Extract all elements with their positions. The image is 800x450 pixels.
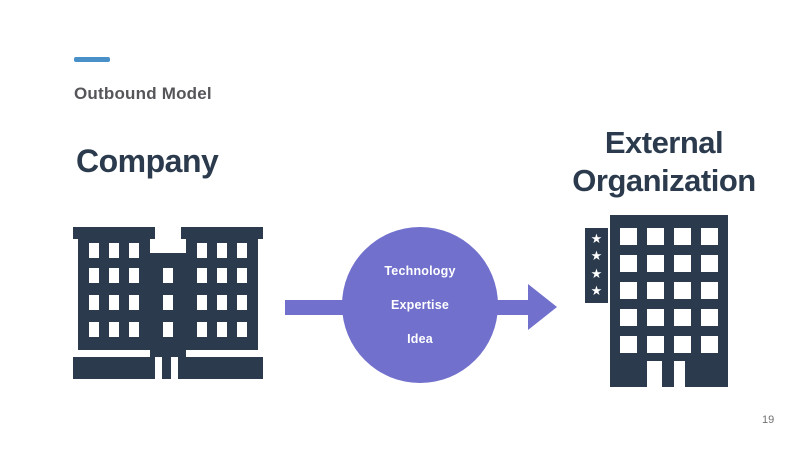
star-icon: ★ bbox=[590, 284, 603, 300]
company-title: Company bbox=[76, 143, 219, 179]
page-number: 19 bbox=[762, 414, 775, 426]
star-icon: ★ bbox=[590, 249, 603, 265]
star-icon: ★ bbox=[590, 266, 603, 282]
hotel-building-icon: ★ ★ ★ ★ bbox=[585, 215, 728, 387]
office-building-icon bbox=[73, 227, 263, 379]
star-icon: ★ bbox=[590, 231, 603, 247]
hotel-building-body bbox=[610, 215, 728, 387]
flow-circle: Technology Expertise Idea bbox=[342, 227, 498, 383]
flow-item-technology: Technology bbox=[384, 264, 456, 278]
flow-item-expertise: Expertise bbox=[390, 298, 450, 312]
external-organization-title: External Organization bbox=[572, 125, 756, 198]
hotel-star-sign: ★ ★ ★ ★ bbox=[585, 228, 608, 303]
flow-item-idea: Idea bbox=[407, 332, 433, 346]
accent-line bbox=[74, 57, 110, 62]
slide-kicker: Outbound Model bbox=[74, 84, 212, 103]
